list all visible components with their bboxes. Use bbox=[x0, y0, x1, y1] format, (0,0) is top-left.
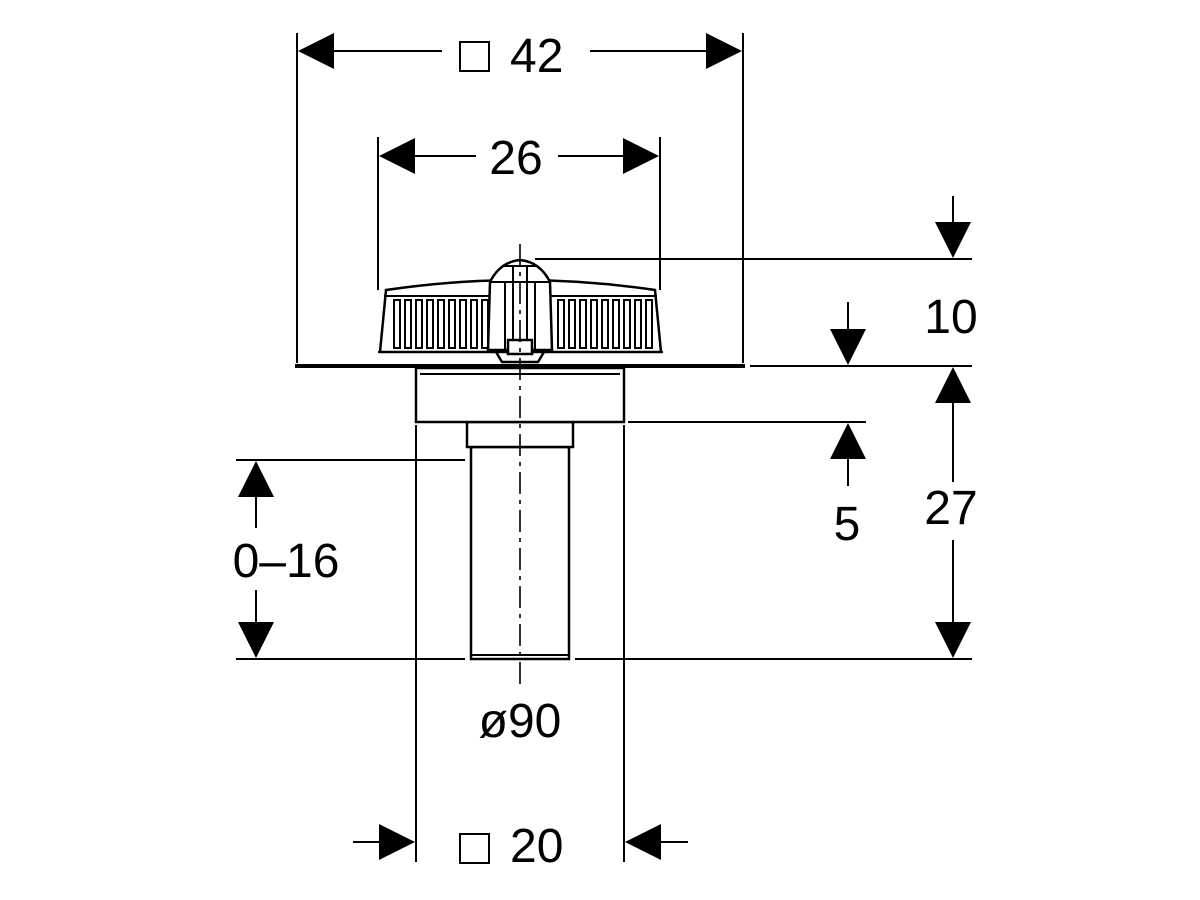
arrow-right bbox=[623, 138, 659, 174]
dim-label-plate-width: 42 bbox=[510, 30, 563, 83]
grate-rib bbox=[437, 299, 445, 349]
grate-rib bbox=[393, 299, 401, 349]
grate-rib bbox=[470, 299, 478, 349]
dim-label-grate-height: 10 bbox=[924, 291, 977, 344]
grate-rib bbox=[557, 299, 565, 349]
grate-rib bbox=[459, 299, 467, 349]
dim-label-adjustment-range: 0–16 bbox=[233, 535, 340, 588]
arrow-down-bottom bbox=[830, 329, 866, 365]
grate-rib bbox=[623, 299, 631, 349]
grate-rib bbox=[568, 299, 576, 349]
arrow-up bbox=[935, 367, 971, 403]
gravel-guard-grate bbox=[378, 258, 663, 364]
arrow-right bbox=[379, 824, 415, 860]
dimension-sleeve-depth: 5 bbox=[830, 423, 866, 551]
grate-rib bbox=[634, 299, 642, 349]
grate-rib bbox=[415, 299, 423, 349]
arrow-up bbox=[238, 461, 274, 497]
grate-rib bbox=[645, 299, 653, 349]
square-symbol-icon bbox=[459, 833, 490, 864]
arrow-left bbox=[379, 138, 415, 174]
dim-label-pipe-diameter: ø90 bbox=[479, 695, 562, 748]
arrow-down bbox=[238, 622, 274, 658]
dimension-pipe-diameter: ø90 bbox=[479, 695, 562, 748]
grate-rib bbox=[448, 299, 456, 349]
arrow-left bbox=[625, 824, 661, 860]
dimension-grate-diameter: 26 bbox=[379, 132, 659, 185]
arrow-down-top bbox=[935, 222, 971, 258]
grate-rib bbox=[601, 299, 609, 349]
arrow-up bbox=[830, 423, 866, 459]
grate-rib bbox=[426, 299, 434, 349]
dimension-plate-width: 42 bbox=[298, 30, 742, 83]
dim-label-grate-diameter: 26 bbox=[489, 132, 542, 185]
dim-label-body-width: 20 bbox=[510, 820, 563, 873]
drain-part bbox=[295, 244, 745, 690]
dim-label-sleeve-depth: 5 bbox=[834, 498, 861, 551]
dimension-grate-height: 10 bbox=[830, 196, 978, 365]
grate-rib bbox=[579, 299, 587, 349]
grate-rib bbox=[404, 299, 412, 349]
extension-lines bbox=[236, 33, 972, 862]
square-symbol-icon bbox=[459, 41, 490, 72]
dimension-overall-height: 27 bbox=[924, 367, 978, 658]
grate-ribs bbox=[393, 299, 653, 349]
arrow-left bbox=[298, 33, 334, 69]
arrow-right bbox=[706, 33, 742, 69]
dimension-adjustment-range: 0–16 bbox=[233, 461, 340, 658]
arrow-down bbox=[935, 622, 971, 658]
dimension-body-width: 20 bbox=[353, 820, 688, 873]
grate-rib bbox=[612, 299, 620, 349]
dim-label-overall-height: 27 bbox=[924, 482, 977, 535]
grate-rib bbox=[590, 299, 598, 349]
